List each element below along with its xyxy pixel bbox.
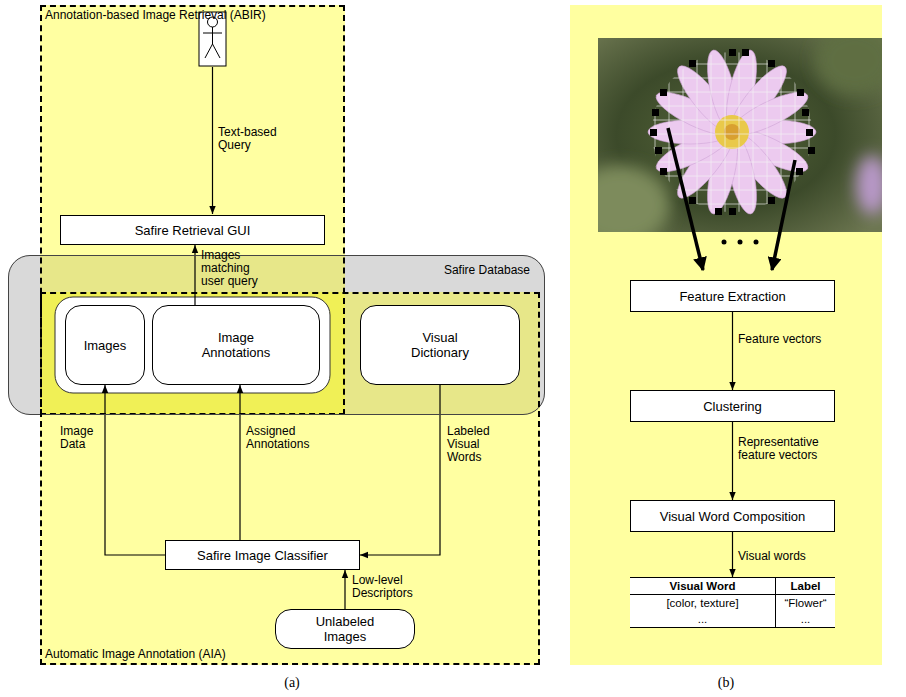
- photo-blur: [598, 165, 670, 232]
- query-arrow: [212, 67, 213, 214]
- user-body: [203, 27, 222, 58]
- edge-label: Assigned Annotations: [246, 425, 328, 451]
- store-container: [55, 297, 330, 393]
- region-boundary: Safire Image ClassifierUnlabeled ImagesA…: [40, 292, 540, 665]
- store-box: Image Annotations: [152, 305, 320, 385]
- box-label: Clustering: [703, 399, 762, 414]
- edge-label: Images matching user query: [201, 249, 273, 288]
- box-label: Safire Retrieval GUI: [135, 223, 251, 238]
- edge-label: Low-level Descriptors: [352, 574, 434, 600]
- connector-arrow: [344, 570, 345, 609]
- process-box: Clustering: [630, 390, 835, 422]
- region-title: Automatic Image Annotation (AIA): [45, 647, 226, 662]
- subfigure-label: (a): [272, 676, 312, 689]
- connector-arrow: [732, 422, 733, 500]
- photo-blur: [815, 38, 882, 95]
- ellipsis-dots: [722, 240, 759, 245]
- connector-arrow: [732, 312, 733, 390]
- flower-petals: [648, 47, 816, 216]
- extraction-arrow: [668, 128, 703, 270]
- panel-b-ground: [570, 5, 882, 665]
- subfigure-label: (b): [706, 676, 746, 689]
- dictionary-table: Visual WordLabel[color, texture]“Flower“…: [630, 577, 835, 628]
- query-label: Text-based Query: [218, 126, 290, 152]
- abir-region-fill: [40, 5, 345, 415]
- process-box: Safire Image Classifier: [165, 540, 360, 570]
- box-label: Feature Extraction: [679, 289, 785, 304]
- table-cell: ...: [630, 611, 775, 627]
- aia-region-fill: [40, 292, 540, 665]
- edge-label: Labeled Visual Words: [447, 425, 509, 464]
- connector-arrow: [732, 532, 733, 577]
- box-label: Visual Word Composition: [660, 509, 805, 524]
- store-box: Visual Dictionary: [360, 305, 520, 385]
- edge-label: Visual words: [738, 550, 858, 563]
- box-label: Unlabeled Images: [305, 614, 385, 644]
- box-label: Image Annotations: [191, 330, 281, 360]
- box-label: Visual Dictionary: [400, 330, 480, 360]
- edge-label: Representative feature vectors: [738, 436, 850, 462]
- table-cell: Label: [775, 578, 835, 595]
- photo-flower-blur: [856, 155, 882, 215]
- table-cell: [color, texture]: [630, 595, 775, 611]
- region-title: Safire Database: [444, 263, 530, 278]
- connector-arrow: [360, 385, 440, 555]
- database-region: Images Image Annotations Visual Dictionary…: [8, 255, 545, 415]
- connector-arrow: [239, 385, 240, 540]
- edge-label: Feature vectors: [738, 333, 858, 346]
- edge-label: Image Data: [60, 425, 102, 451]
- input-box: Unlabeled Images: [275, 609, 415, 649]
- extraction-arrow: [772, 160, 795, 270]
- region-title: Annotation-based Image Retrieval (ABIR): [45, 8, 266, 23]
- table-cell: ...: [775, 611, 835, 627]
- table-cell: “Flower“: [775, 595, 835, 611]
- table-cell: Visual Word: [630, 578, 775, 595]
- box-label: Safire Image Classifier: [197, 548, 328, 563]
- process-box: Visual Word Composition: [630, 500, 835, 532]
- connector-arrow: [105, 385, 165, 555]
- connector-arrow: [194, 245, 195, 305]
- store-box: Images: [65, 305, 145, 385]
- process-box: Safire Retrieval GUI: [60, 215, 325, 245]
- process-box: Feature Extraction: [630, 280, 835, 312]
- flower-photo: [598, 38, 882, 232]
- box-label: Images: [84, 338, 127, 353]
